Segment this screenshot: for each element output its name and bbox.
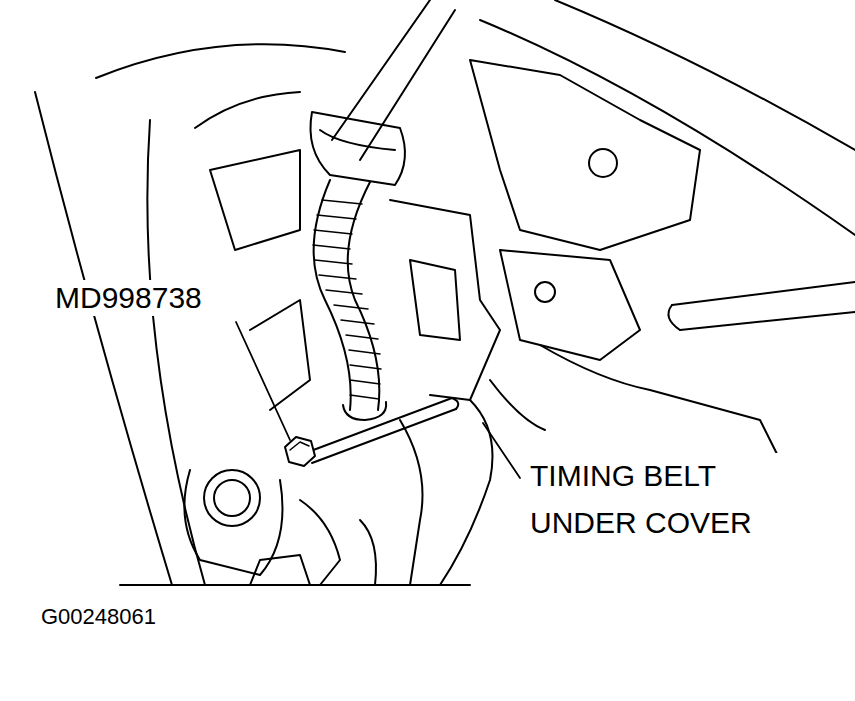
part-number-label-holder: MD998738 (52, 280, 205, 316)
leader-line (483, 423, 520, 478)
part-name-label-holder: TIMING BELT UNDER COVER (527, 453, 818, 546)
timing-belt-under-cover (440, 400, 493, 585)
leader-line (236, 322, 290, 440)
tool-shaft (308, 398, 456, 463)
mount-bolt-hole (589, 149, 617, 177)
body-edge (147, 120, 205, 585)
part-name-label: TIMING BELT UNDER COVER (527, 453, 818, 546)
hose (348, 182, 380, 410)
tool-hex-head (290, 442, 309, 450)
part-number-label: MD998738 (52, 280, 205, 316)
hose-ribs (313, 200, 381, 399)
wheel-arch (96, 44, 345, 78)
cut-line (120, 584, 470, 586)
pipe (672, 282, 855, 330)
cover-edge (490, 380, 545, 430)
frame-line (480, 20, 855, 235)
body-edge (195, 92, 300, 128)
crank-pulley-bolt (214, 480, 250, 516)
tool-shaft-end (452, 398, 458, 409)
timing-belt-under-cover (400, 420, 423, 585)
mount-bracket (500, 250, 640, 360)
lower-housing (250, 555, 310, 585)
pipe-end (668, 305, 680, 330)
engine-block (410, 260, 460, 340)
rod (332, 0, 455, 160)
wheel-arch (35, 92, 172, 585)
figure-id-label-holder: G00248061 (38, 604, 159, 630)
bracket-outline (210, 150, 300, 250)
hose-clamp (343, 402, 386, 420)
engine-block (390, 200, 500, 400)
hose-fitting (310, 112, 404, 185)
crank-pulley-bolt (204, 470, 260, 526)
figure-id-label: G00248061 (38, 604, 159, 630)
mount-bolt-hole (535, 282, 555, 302)
tool-hex-head (285, 437, 315, 466)
lower-housing (360, 520, 376, 585)
cover-edge (540, 345, 780, 460)
engine-block (250, 300, 310, 410)
engine-mount (470, 60, 700, 250)
hose-fitting (320, 130, 395, 150)
frame-line (555, 0, 855, 150)
